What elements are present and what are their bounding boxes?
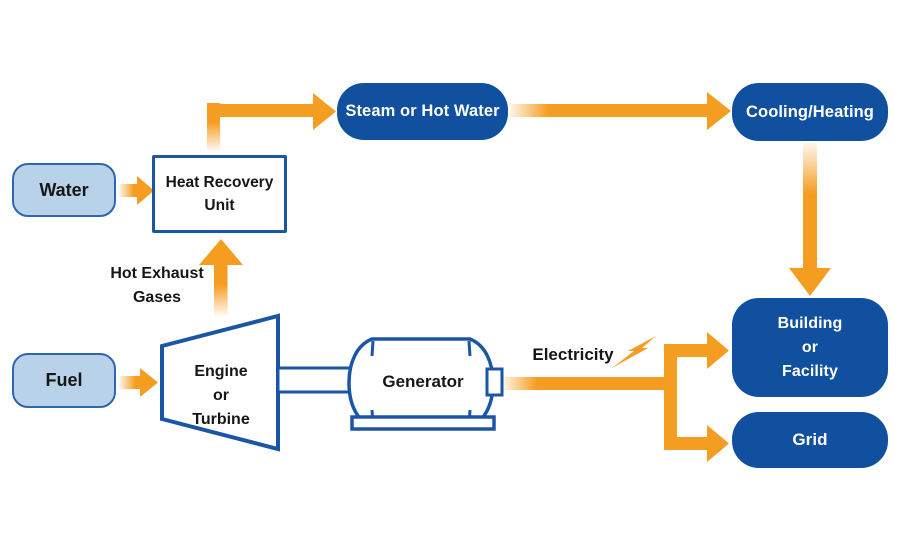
grid-node: Grid [732,412,888,468]
heat-recovery-unit-label-line2: Unit [204,197,235,214]
generator-output-nub [485,367,504,397]
water-label: Water [39,179,89,200]
steam-or-hot-water-label: Steam or Hot Water [345,102,500,120]
water-node: Water [12,163,116,217]
heat-recovery-unit-node: Heat Recovery Unit [152,155,287,233]
engine-or-turbine-shape [160,313,280,452]
arrow-exhaust-to-heat-recovery [199,239,243,316]
engine-label-line2: or [212,387,229,404]
hot-exhaust-gases-label: Hot Exhaust Gases [98,262,216,310]
building-label-line1: Building [777,314,843,332]
engine-or-turbine-label: Engine or Turbine [165,342,277,450]
generator-base [350,415,496,431]
lightning-bolt-icon [612,336,656,368]
arrow-steam-to-cooling [509,92,731,130]
generator-label-text: Generator [382,372,464,391]
generator-label: Generator [355,362,491,402]
heat-recovery-unit-label-line1: Heat Recovery [165,173,274,191]
fuel-node: Fuel [12,353,116,408]
grid-label: Grid [792,430,828,449]
building-label-line2: or [801,338,819,356]
arrow-electricity-split [502,332,729,462]
cooling-heating-label: Cooling/Heating [746,102,874,121]
engine-label-line3: Turbine [192,411,250,428]
electricity-label: Electricity [528,345,618,365]
electricity-label-text: Electricity [532,345,614,364]
building-label-line3: Facility [782,362,838,380]
steam-or-hot-water-node: Steam or Hot Water [337,83,508,140]
hot-exhaust-line1: Hot Exhaust [110,265,204,282]
arrow-heat-recovery-to-steam [207,93,336,151]
arrow-cooling-to-building [789,143,831,296]
engine-label-line1: Engine [194,363,248,380]
hot-exhaust-line2: Gases [132,289,182,306]
arrow-water-to-heat-recovery [119,176,154,205]
fuel-label: Fuel [45,370,83,390]
cooling-heating-node: Cooling/Heating [732,83,888,141]
building-or-facility-node: Building or Facility [732,298,888,397]
arrow-fuel-to-engine [119,368,158,397]
